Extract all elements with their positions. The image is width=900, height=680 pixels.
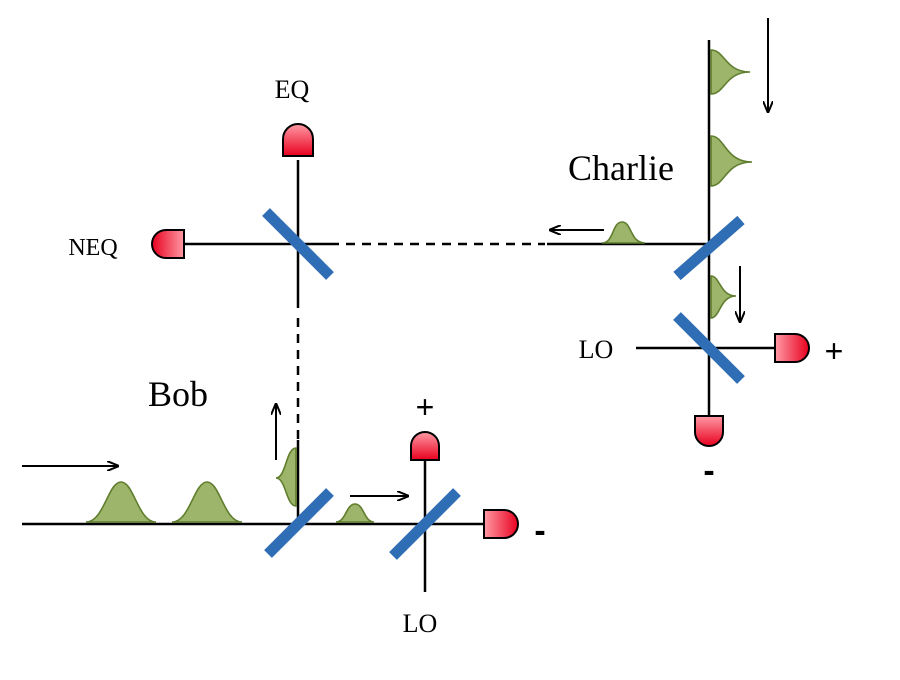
bob-plus-label: + xyxy=(416,389,435,425)
neq-label: NEQ xyxy=(68,235,117,261)
bob-minus-detector-icon xyxy=(483,509,519,539)
charlie-minus-label: - xyxy=(703,452,714,490)
bob-vertical-pulse-icon xyxy=(275,447,297,507)
bob-homodyne-splitter-icon xyxy=(389,488,461,560)
charlie-minus-detector-icon xyxy=(694,415,724,447)
charlie-beam-splitter-icon xyxy=(673,215,745,281)
bob-minus-label: - xyxy=(534,512,545,550)
eq-detector-icon xyxy=(282,123,314,157)
bob-plus-detector-icon xyxy=(410,431,440,461)
bob-lo-label: LO xyxy=(403,609,438,638)
charlie-homodyne-splitter-icon xyxy=(673,312,745,384)
central-beam-splitter-icon xyxy=(262,208,334,280)
charlie-plus-detector-icon xyxy=(774,333,810,363)
charlie-pulse-3-icon xyxy=(710,275,737,319)
charlie-horizontal-pulse-icon xyxy=(601,221,646,244)
bob-pulse-3-icon xyxy=(335,503,375,523)
bob-label: Bob xyxy=(148,374,208,414)
bob-beam-splitter-icon xyxy=(264,488,334,558)
bob-pulse-1-icon xyxy=(85,481,157,523)
charlie-lo-label: LO xyxy=(579,335,614,364)
charlie-label: Charlie xyxy=(568,148,674,188)
eq-label: EQ xyxy=(275,75,310,104)
charlie-pulse-2-icon xyxy=(710,135,753,187)
charlie-plus-label: + xyxy=(825,333,844,369)
bob-pulse-2-icon xyxy=(171,481,243,523)
charlie-pulse-1-icon xyxy=(710,49,751,95)
neq-detector-icon xyxy=(151,229,185,259)
